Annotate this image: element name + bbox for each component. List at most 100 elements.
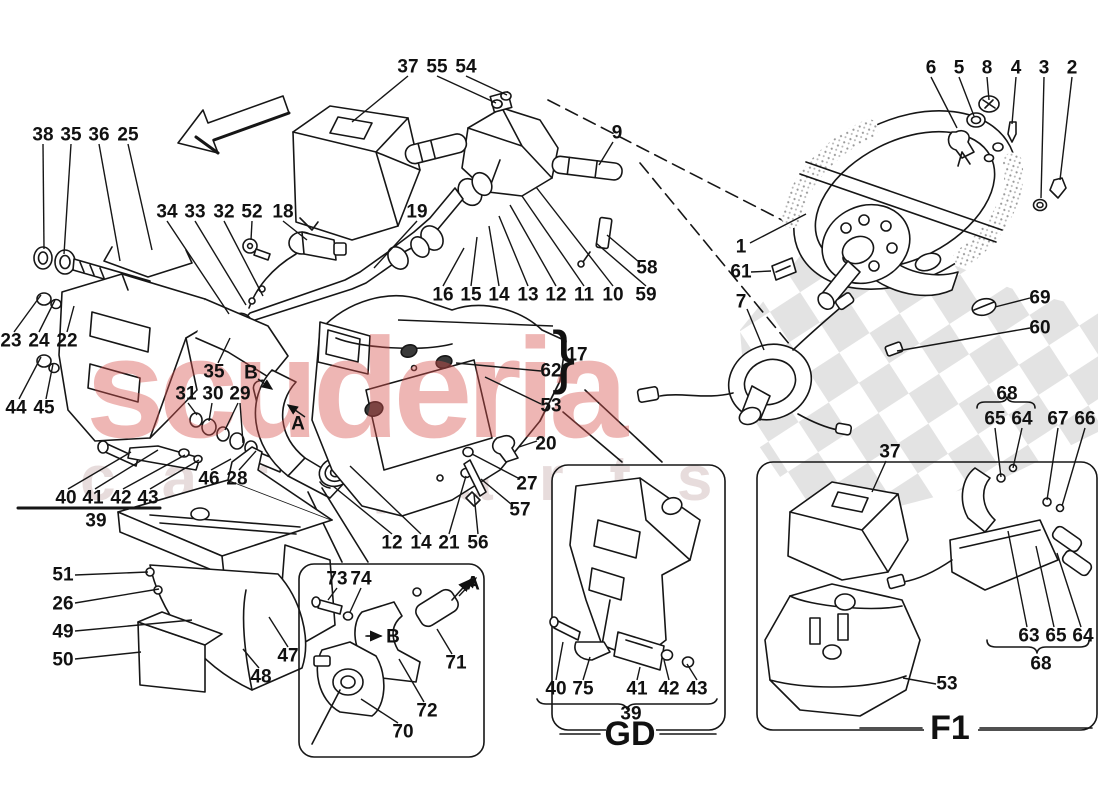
leader-line-63 <box>1007 530 1028 628</box>
leader-line-53 <box>902 677 937 685</box>
part-label-50: 50 <box>52 650 73 671</box>
part-label-43: 43 <box>137 488 158 509</box>
view-arrow-icon <box>458 576 477 597</box>
leader-line-61 <box>750 270 772 273</box>
part-label-65: 65 <box>984 409 1006 430</box>
part-label-21: 21 <box>438 533 460 554</box>
leader-line-16 <box>442 247 465 287</box>
part-label-65: 65 <box>1045 626 1067 647</box>
direction-arrow-icon <box>177 95 291 155</box>
part-label-37: 37 <box>879 442 900 463</box>
part-label-64: 64 <box>1011 409 1033 430</box>
part-label-17: 17 <box>566 345 587 366</box>
part-label-3: 3 <box>1039 58 1050 79</box>
leader-line-36 <box>98 143 121 262</box>
column-housing <box>307 295 663 563</box>
part-label-41: 41 <box>626 679 648 700</box>
part-label-30: 30 <box>202 384 223 405</box>
clock-spring <box>636 292 855 436</box>
leader-line-62 <box>455 362 542 372</box>
leader-line-42 <box>663 659 670 681</box>
part-label-39: 39 <box>85 511 106 532</box>
leader-line-9 <box>598 141 614 166</box>
leader-line-70 <box>360 698 399 724</box>
leader-line-42 <box>122 454 186 490</box>
leader-line-7 <box>746 308 765 351</box>
key-blanks <box>771 257 997 357</box>
leader-line-45 <box>45 363 54 400</box>
leader-line-64 <box>1056 552 1082 628</box>
leader-line-75 <box>582 656 591 681</box>
part-label-4: 4 <box>1011 58 1022 79</box>
watermark-brand: scuderia <box>86 309 629 468</box>
leader-line-14 <box>488 225 500 287</box>
leader-line-6 <box>930 76 958 129</box>
part-label-43: 43 <box>686 679 707 700</box>
leader-line-48 <box>242 648 260 669</box>
leader-line-29 <box>224 402 239 431</box>
leader-line-44 <box>18 356 42 400</box>
part-label-40: 40 <box>55 488 76 509</box>
leader-line-33 <box>194 220 247 306</box>
part-label-70: 70 <box>392 722 413 743</box>
line-art <box>16 91 1098 758</box>
part-label-74: 74 <box>350 569 372 590</box>
leader-line-1 <box>749 213 807 244</box>
part-label-54: 54 <box>455 57 477 78</box>
part-label-75: 75 <box>572 679 594 700</box>
part-label-38: 38 <box>32 125 53 146</box>
leader-line-69 <box>994 297 1031 308</box>
part-label-39: 39 <box>620 704 641 725</box>
part-label-66: 66 <box>1074 409 1095 430</box>
part-label-41: 41 <box>82 488 104 509</box>
leader-line-12 <box>509 204 557 287</box>
part-label-68: 68 <box>1030 654 1051 675</box>
leader-line-53 <box>484 376 542 405</box>
part-label-11: 11 <box>574 285 595 306</box>
part-label-12: 12 <box>381 533 402 554</box>
part-label-37: 37 <box>397 57 418 78</box>
part-label-44: 44 <box>5 398 27 419</box>
part-label-42: 42 <box>658 679 679 700</box>
leader-line-56 <box>473 493 479 535</box>
leader-line-35 <box>217 337 231 364</box>
lock-pin-and-plate <box>577 216 613 268</box>
part-label-63: 63 <box>1018 626 1039 647</box>
part-label-53: 53 <box>540 396 561 417</box>
part-label-F1: F1 <box>930 709 970 747</box>
leader-line-43 <box>686 663 698 681</box>
leader-line-47 <box>268 616 289 648</box>
leader-line-24 <box>38 299 56 333</box>
part-label-B: B <box>386 627 400 648</box>
part-label-25: 25 <box>117 125 139 146</box>
part-label-29: 29 <box>229 384 250 405</box>
part-label-B: B <box>244 363 258 384</box>
steering-column-switch-cluster <box>404 91 623 197</box>
leader-line-31 <box>187 402 198 416</box>
part-label-10: 10 <box>602 285 623 306</box>
part-label-40: 40 <box>545 679 566 700</box>
leader-line-30 <box>208 402 213 422</box>
leader-line-41 <box>94 449 159 490</box>
leader-line-37 <box>351 75 409 123</box>
part-label-46: 46 <box>198 469 219 490</box>
part-label-36: 36 <box>88 125 109 146</box>
part-label-48: 48 <box>250 667 271 688</box>
washer-stack <box>189 412 283 473</box>
ignition-switch-and-key <box>242 231 347 309</box>
part-label-35: 35 <box>203 362 225 383</box>
leader-line-22 <box>66 305 75 333</box>
leader-line-49 <box>74 619 193 632</box>
part-label-7: 7 <box>736 292 747 313</box>
part-label-8: 8 <box>982 58 993 79</box>
part-label-69: 69 <box>1029 288 1050 309</box>
part-label-67: 67 <box>1047 409 1068 430</box>
part-label-68: 68 <box>996 384 1017 405</box>
leader-line-10 <box>535 186 614 287</box>
leader-line-65 <box>994 427 1002 478</box>
part-label-34: 34 <box>156 202 178 223</box>
leader-line-41 <box>636 666 641 681</box>
lower-mounting-plate <box>117 445 336 693</box>
